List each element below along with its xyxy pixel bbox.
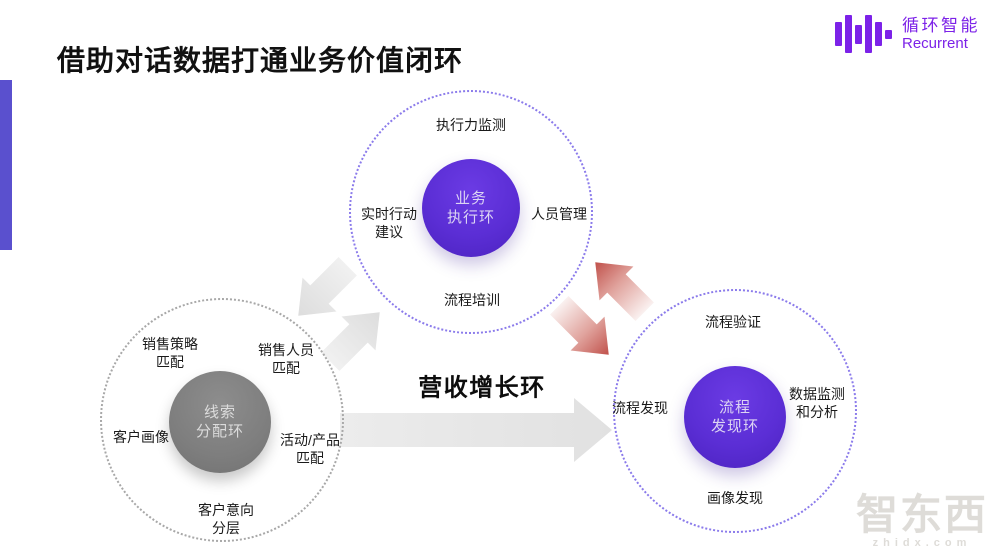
label-line: 建议 bbox=[375, 224, 403, 240]
label-image-discovery: 画像发现 bbox=[707, 490, 763, 506]
label-process-verification: 流程验证 bbox=[705, 314, 761, 330]
label-line: 匹配 bbox=[272, 360, 300, 376]
label-realtime-action-advice: 实时行动 建议 bbox=[361, 205, 417, 241]
label-customer-profile: 客户画像 bbox=[113, 429, 169, 445]
label-line: 销售策略 bbox=[142, 336, 198, 352]
discovery-loop-circle bbox=[613, 289, 857, 533]
arrow-execution-to-discovery bbox=[542, 288, 626, 372]
logo-bar bbox=[845, 15, 852, 53]
logo-bar bbox=[835, 22, 842, 46]
waveform-bars-icon bbox=[835, 13, 892, 55]
label-line: 销售人员 bbox=[258, 342, 314, 358]
label-customer-intent-tiering: 客户意向 分层 bbox=[198, 501, 254, 537]
revenue-growth-loop-label: 营收增长环 bbox=[418, 374, 546, 402]
label-line: 活动/产品 bbox=[280, 432, 340, 448]
label-execution-monitoring: 执行力监测 bbox=[436, 117, 506, 133]
watermark-text: 智东西 bbox=[855, 491, 988, 538]
logo-bar bbox=[865, 15, 872, 53]
label-salesperson-match: 销售人员 匹配 bbox=[258, 341, 314, 377]
core-business-execution-loop: 业务 执行环 bbox=[422, 159, 520, 257]
brand-name-cn: 循环智能 bbox=[902, 16, 980, 35]
core-process-discovery-loop: 流程 发现环 bbox=[684, 366, 786, 468]
logo-bar bbox=[875, 22, 882, 46]
label-line: 实时行动 bbox=[361, 206, 417, 222]
label-process-discovery: 流程发现 bbox=[612, 400, 668, 416]
label-line: 客户意向 bbox=[198, 502, 254, 518]
arrow-lead-to-discovery bbox=[340, 398, 612, 462]
label-line: 数据监测 bbox=[789, 386, 845, 402]
core-label-line: 流程 bbox=[718, 399, 751, 416]
page-title: 借助对话数据打通业务价值闭环 bbox=[57, 44, 464, 76]
core-lead-distribution-loop: 线索 分配环 bbox=[169, 371, 271, 473]
arrow-discovery-to-execution bbox=[578, 245, 662, 329]
execution-loop-circle bbox=[349, 90, 593, 334]
core-label-line: 分配环 bbox=[195, 423, 244, 440]
label-personnel-management: 人员管理 bbox=[531, 206, 587, 222]
recurrent-logo: 循环智能 Recurrent bbox=[835, 13, 980, 55]
label-line: 匹配 bbox=[156, 354, 184, 370]
logo-bar bbox=[885, 29, 892, 39]
label-line: 匹配 bbox=[295, 450, 324, 466]
core-label-line: 发现环 bbox=[710, 418, 759, 435]
left-accent-bar bbox=[0, 80, 12, 250]
label-line: 分层 bbox=[212, 520, 240, 536]
label-sales-strategy-match: 销售策略 匹配 bbox=[142, 335, 198, 371]
label-activity-product-match: 活动/产品 匹配 bbox=[280, 431, 340, 467]
label-data-monitoring-analysis: 数据监测 和分析 bbox=[789, 385, 845, 421]
watermark-domain: zhidx.com bbox=[872, 537, 972, 549]
core-label-line: 执行环 bbox=[446, 209, 495, 226]
logo-text: 循环智能 Recurrent bbox=[902, 16, 980, 52]
core-label-line: 线索 bbox=[203, 404, 236, 421]
lead-loop-circle bbox=[100, 298, 344, 542]
label-line: 和分析 bbox=[796, 404, 838, 420]
brand-name-en: Recurrent bbox=[902, 35, 968, 52]
label-process-training: 流程培训 bbox=[444, 292, 500, 308]
core-label-line: 业务 bbox=[454, 190, 487, 207]
logo-bar bbox=[855, 24, 862, 44]
watermark-zhidongxi: 智东西 zhidx.com bbox=[856, 493, 988, 550]
